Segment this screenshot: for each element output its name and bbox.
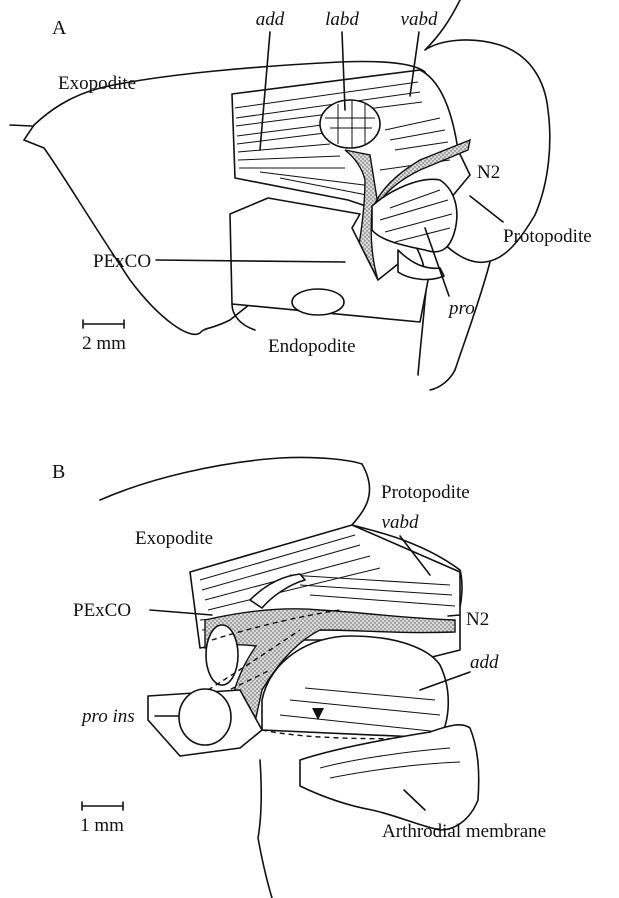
panel-b-exopodite-outline [100,457,362,500]
panel-a-protopodite-lower [430,262,490,390]
panel-b: B [52,457,546,898]
panel-a-exopodite-edge [24,125,265,334]
panel-a-lower-plate-spot [292,289,344,315]
panel-a-label-add: add [256,9,285,30]
panel-a-label-labd: labd [325,9,359,30]
panel-b-lower-edge [258,760,272,898]
panel-b-pro-ins-disc [179,689,231,745]
panel-a-hinge [398,250,444,279]
panel-a-label-pexco: PExCO [93,251,151,272]
panel-b-scale-bar [82,802,123,810]
panel-a-label-vabd: vabd [401,9,438,30]
panel-a-label-endopodite: Endopodite [268,336,356,357]
panel-b-label-pexco: PExCO [73,600,131,621]
panel-a-letter: A [52,17,67,39]
panel-b-label-arthrodial-membrane: Arthrodial membrane [382,821,546,842]
panel-b-label-protopodite: Protopodite [381,482,470,503]
panel-a-nerve-cluster [320,100,380,148]
panel-b-label-n2: N2 [466,609,489,630]
panel-a-exopodite-left [10,125,32,126]
panel-b-arthrodial-membrane [300,725,479,830]
panel-b-label-pro-ins: pro ins [80,706,135,727]
panel-b-label-exopodite: Exopodite [135,528,213,549]
panel-a: A [10,0,592,390]
panel-a-scale-label: 2 mm [82,333,126,354]
panel-a-label-exopodite: Exopodite [58,73,136,94]
panel-b-letter: B [52,461,65,483]
panel-b-label-vabd: vabd [382,512,419,533]
panel-b-scale-label: 1 mm [80,815,124,836]
panel-a-label-protopodite: Protopodite [503,226,592,247]
panel-b-label-add: add [470,652,499,673]
panel-b-protopodite-outline [352,464,369,525]
panel-a-scale-bar [83,320,124,328]
panel-a-label-pro: pro [447,298,475,319]
panel-a-label-n2: N2 [477,162,500,183]
